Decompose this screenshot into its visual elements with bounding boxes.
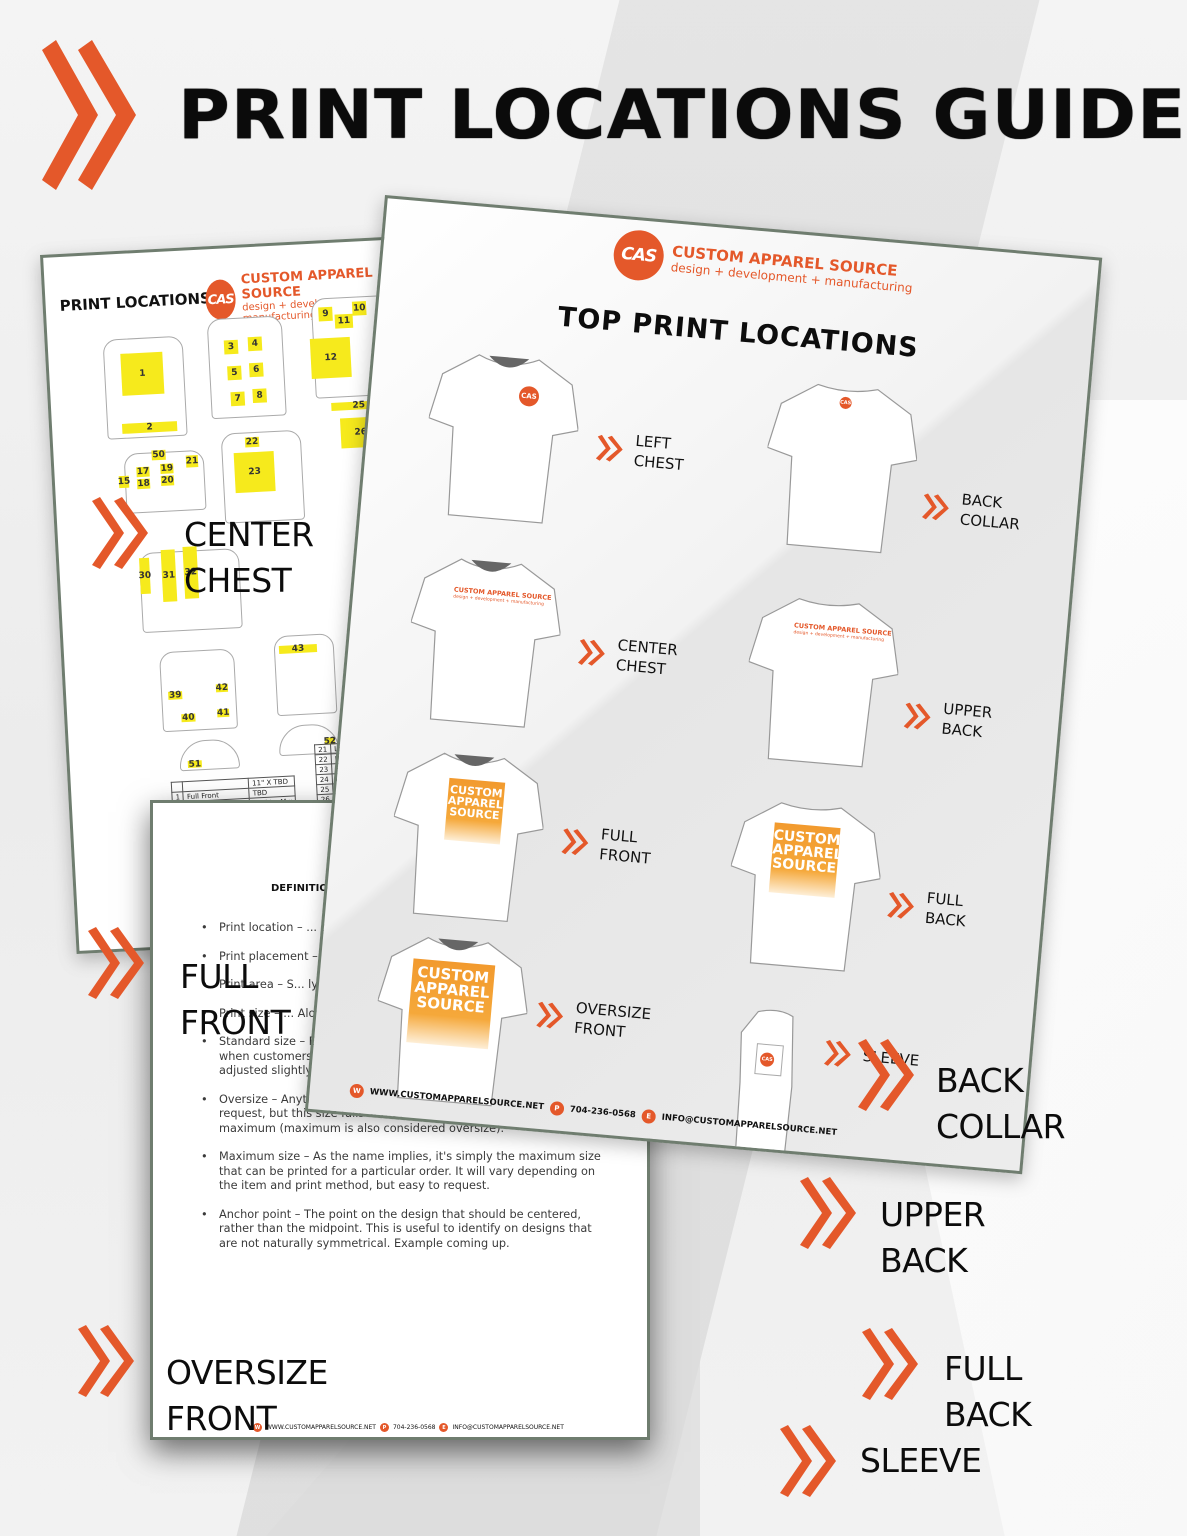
definitions-heading: DEFINITIONS [271,883,344,894]
website-icon: W [349,1083,365,1099]
location-box: 8 [252,388,268,404]
location-box: 10 [351,301,367,316]
double-chevron-right-icon [78,1325,134,1397]
double-chevron-right-icon [577,639,605,666]
email-icon: E [439,1423,449,1432]
double-chevron-right-icon [800,1177,856,1249]
location-box: 22 [244,436,260,448]
double-chevron-right-icon [823,1040,851,1067]
location-box: 1 [120,351,165,396]
tee-front-illustration: CAS [420,343,585,530]
tee-back-illustration: CAS [759,373,924,560]
double-chevron-right-icon [88,927,144,999]
location-box: 11 [334,313,354,329]
location-box: 42 [215,682,229,694]
location-box: 41 [216,707,230,719]
definition-item: Maximum size – As the name implies, it's… [201,1150,601,1194]
double-chevron-right-icon [858,1039,914,1111]
double-chevron-right-icon [595,434,623,462]
phone-number: 704-236-0568 [392,1424,436,1431]
email-link[interactable]: INFO@CUSTOMAPPARELSOURCE.NET [452,1424,564,1431]
double-chevron-right-icon [40,40,140,190]
double-chevron-right-icon [780,1425,836,1497]
location-box: 50 [151,449,166,461]
brand-logo: CAS CUSTOM APPAREL SOURCE design + devel… [611,228,916,304]
location-sleeve: SLEEVE [823,1040,920,1074]
location-box: 12 [309,336,352,379]
page-title: PRINT LOCATIONS GUIDE [178,75,1187,155]
double-chevron-right-icon [92,497,148,569]
location-box: 7 [230,391,246,407]
cas-logo-icon: CAS [611,228,666,283]
location-box: 40 [181,712,196,724]
definition-item: Anchor point – The point on the design t… [201,1208,601,1252]
website-link[interactable]: WWW.CUSTOMAPPARELSOURCE.NET [266,1424,376,1431]
callout-sleeve: SLEEVE [780,1425,982,1497]
sheet-title: TOP PRINT LOCATIONS [556,301,920,365]
top-print-locations-sheet: CAS CUSTOM APPAREL SOURCE design + devel… [304,195,1103,1175]
double-chevron-right-icon [536,1001,564,1029]
location-box: 9 [318,306,333,322]
website-icon: W [253,1423,262,1432]
double-chevron-right-icon [561,828,589,856]
location-box: 39 [168,690,183,701]
tee-side-illustration: CAS [724,1002,809,1175]
cas-logo-icon: CAS [204,278,237,321]
location-box: 4 [247,336,263,352]
double-chevron-right-icon [903,702,931,730]
double-chevron-right-icon [921,493,949,521]
phone-number: 704-236-0568 [569,1104,637,1121]
location-box: 3 [223,339,239,355]
double-chevron-right-icon [887,891,914,919]
tee-diagram [206,315,287,420]
phone-icon: P [379,1423,389,1432]
page-header: PRINT LOCATIONS GUIDE [40,40,1185,190]
double-chevron-right-icon [862,1328,918,1400]
sheet-title: PRINT LOCATIONS [59,289,212,316]
email-icon: E [641,1108,657,1125]
location-box: 51 [187,758,203,770]
location-box: 5 [227,365,242,381]
sheet-footer: W WWW.CUSTOMAPPARELSOURCE.NET P 704-236-… [253,1423,564,1432]
location-box: 6 [248,362,264,378]
phone-icon: P [549,1100,565,1117]
